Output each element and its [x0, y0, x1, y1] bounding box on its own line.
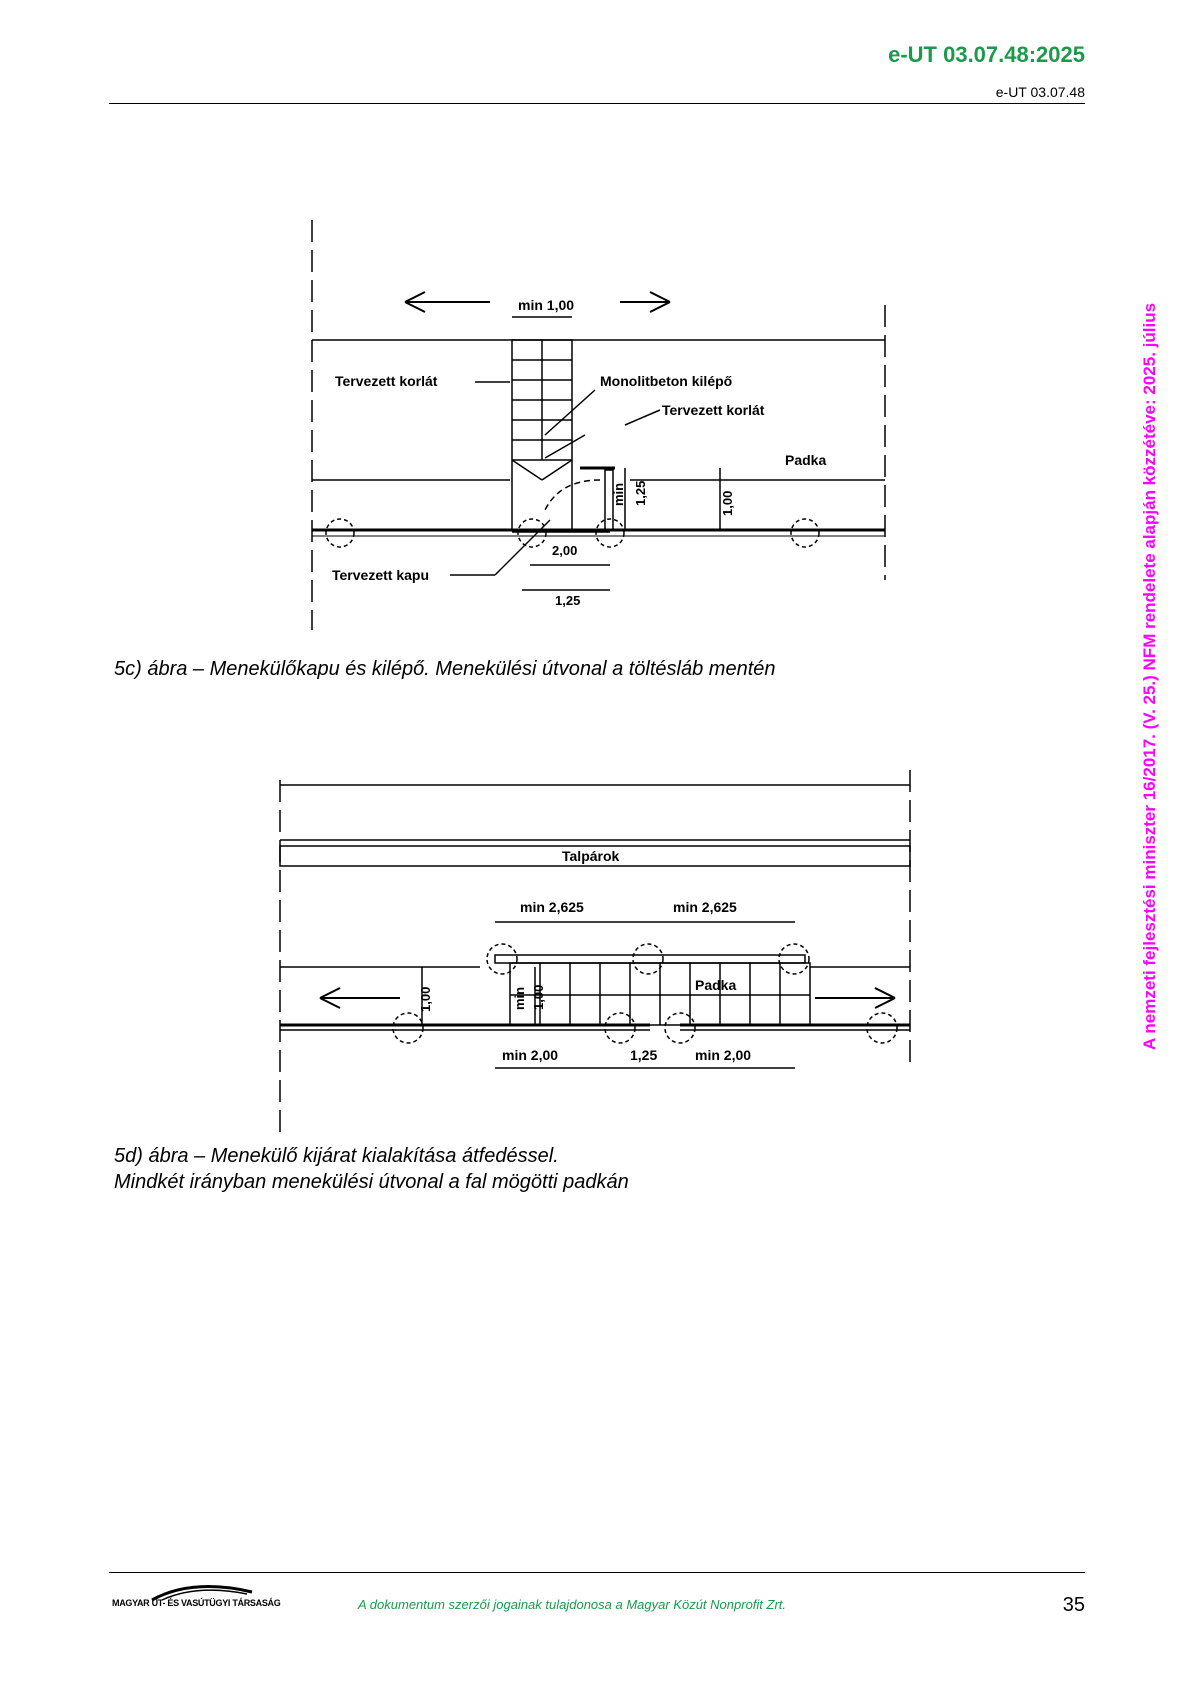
label-min-vertical: min	[611, 483, 626, 506]
document-code: e-UT 03.07.48:2025	[888, 42, 1085, 67]
label-min-2625-right: min 2,625	[673, 899, 737, 915]
document-subcode: e-UT 03.07.48	[995, 84, 1085, 100]
publication-note: A nemzeti fejlesztési miniszter 16/2017.…	[1140, 302, 1159, 1050]
footer-divider	[109, 1572, 1085, 1573]
label-min-2625-left: min 2,625	[520, 899, 584, 915]
label-berm: Padka	[785, 452, 826, 468]
label-min-200-right: min 2,00	[695, 1047, 751, 1063]
label-gap-125: 1,25	[630, 1047, 657, 1063]
label-height-100: 1,00	[418, 987, 433, 1012]
label-width-200: 2,00	[552, 543, 577, 558]
label-monolith-step: Monolitbeton kilépő	[600, 373, 732, 389]
label-width-125: 1,25	[555, 593, 580, 608]
figure-5d-caption-line2: Mindkét irányban menekülési útvonal a fa…	[114, 1171, 629, 1193]
label-min-width: min 1,00	[518, 297, 574, 313]
label-planned-barrier-right: Tervezett korlát	[662, 402, 765, 418]
label-berm: Padka	[695, 977, 736, 993]
header-divider	[109, 103, 1085, 104]
figure-5c-drawing: min 1,00 Tervezett korlát Monolitbeton k…	[311, 220, 886, 630]
company-logo-icon	[151, 1585, 253, 1602]
label-min-200-left: min 2,00	[502, 1047, 558, 1063]
figure-5d-drawing: Talpárok min 2,625 min 2,625 Padka min 2…	[279, 770, 911, 1140]
label-planned-barrier-left: Tervezett korlát	[335, 373, 438, 389]
page-number: 35	[1062, 1594, 1085, 1616]
label-height-min-100: 1,00	[531, 985, 546, 1010]
label-planned-gate: Tervezett kapu	[332, 567, 429, 583]
figure-5c: min 1,00 Tervezett korlát Monolitbeton k…	[300, 210, 900, 630]
figure-5d-caption-line1: 5d) ábra – Menekülő kijárat kialakítása …	[114, 1145, 559, 1167]
label-height-125: 1,25	[633, 481, 648, 506]
company-name: MAGYAR ÚT- ÉS VASÚTÜGYI TÁRSASÁG	[112, 1598, 281, 1608]
label-min-vertical: min	[512, 987, 527, 1010]
copyright-notice: A dokumentum szerzői jogainak tulajdonos…	[358, 1597, 787, 1612]
figure-5c-caption: 5c) ábra – Menekülőkapu és kilépő. Menek…	[114, 658, 776, 680]
figure-5d: Talpárok min 2,625 min 2,625 Padka min 2…	[270, 770, 920, 1140]
label-footings: Talpárok	[562, 848, 620, 864]
label-height-100: 1,00	[720, 491, 735, 516]
